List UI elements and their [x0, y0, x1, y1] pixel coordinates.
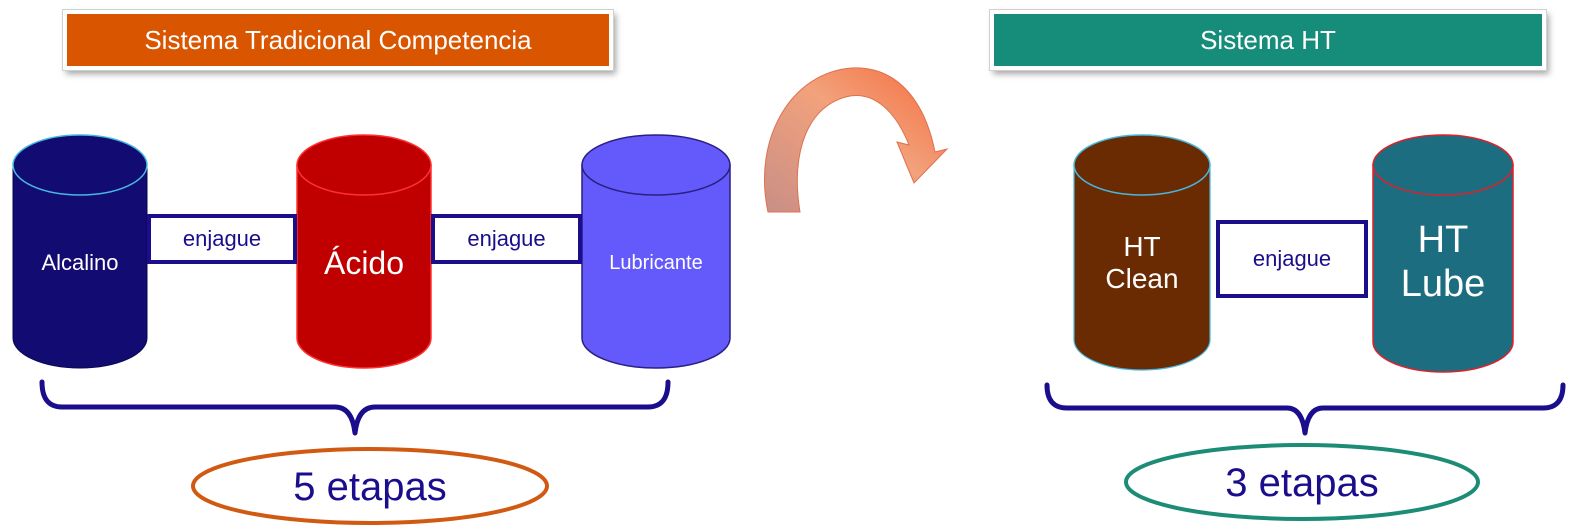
rinse-box-1: enjague [147, 214, 297, 264]
ht-system-title: Sistema HT [989, 9, 1547, 71]
stage-count-ht: 3 etapas [1225, 460, 1379, 505]
traditional-system-title-text: Sistema Tradicional Competencia [144, 24, 532, 55]
rinse-box-2: enjague [431, 214, 582, 264]
brace-traditional [39, 379, 671, 436]
tank-alcalino [12, 134, 148, 369]
tank-label-ht-clean: HT Clean [1105, 230, 1179, 294]
tank-label-acido: Ácido [323, 244, 405, 281]
stages-ellipse-ht [1124, 443, 1480, 521]
stage-count-traditional: 5 etapas [293, 464, 447, 509]
brace-ht [1044, 382, 1566, 436]
rinse-box-ht: enjague [1216, 220, 1368, 298]
tank-lubricante [581, 134, 731, 369]
tank-label-alcalino: Alcalino [41, 250, 119, 276]
transition-arrow [764, 67, 949, 213]
tank-ht-lube [1372, 134, 1514, 373]
traditional-system-title: Sistema Tradicional Competencia [62, 9, 614, 71]
tank-label-ht-lube: HT Lube [1400, 219, 1486, 305]
stages-ellipse-traditional [191, 447, 549, 525]
tank-label-lubricante: Lubricante [609, 251, 703, 274]
tank-acido [296, 134, 432, 369]
ht-system-title-text: Sistema HT [1200, 24, 1336, 55]
tank-ht-clean [1073, 134, 1211, 371]
